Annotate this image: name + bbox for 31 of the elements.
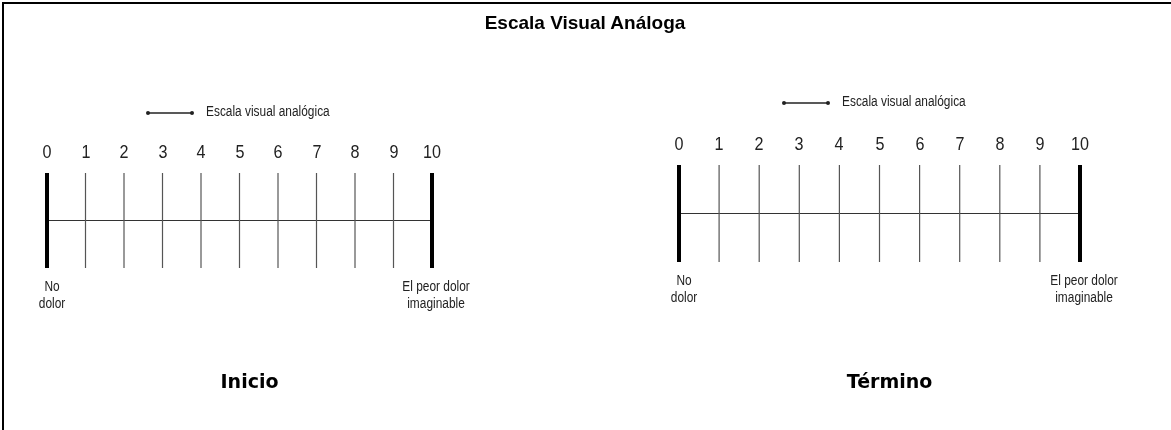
tick-label: 8	[350, 141, 360, 163]
scale-end-label: No dolor	[669, 272, 699, 306]
tick-label: 5	[875, 133, 884, 155]
tick-label: 8	[995, 133, 1005, 155]
tick-label: 1	[714, 133, 724, 155]
title: Escala Visual Análoga	[484, 12, 686, 34]
tick-label: 9	[1035, 133, 1045, 155]
tick-label: 4	[834, 133, 844, 155]
tick-label: 7	[312, 141, 321, 163]
tick-label: 0	[674, 133, 684, 155]
scale-end-label: No dolor	[37, 278, 67, 312]
tick-label: 10	[423, 141, 441, 163]
tick-label: 3	[158, 141, 167, 163]
tick-label: 2	[754, 133, 764, 155]
tick-label: 6	[915, 133, 925, 155]
legend-label: Escala visual analógica	[842, 93, 966, 110]
tick-label: 2	[119, 141, 129, 163]
panel-caption: Término	[846, 370, 933, 392]
tick-label: 3	[794, 133, 804, 155]
scale-end-label: El peor dolor imaginable	[402, 278, 470, 312]
tick-label: 6	[273, 141, 283, 163]
legend-label: Escala visual analógica	[206, 103, 330, 120]
tick-label: 0	[42, 141, 52, 163]
panel-caption: Inicio	[220, 370, 279, 392]
tick-label: 9	[389, 141, 398, 163]
tick-label: 4	[196, 141, 206, 163]
tick-label: 7	[955, 133, 965, 155]
tick-label: 1	[81, 141, 90, 163]
scale-end-label: El peor dolor imaginable	[1050, 272, 1118, 306]
tick-label: 5	[235, 141, 244, 163]
tick-label: 10	[1071, 133, 1089, 155]
